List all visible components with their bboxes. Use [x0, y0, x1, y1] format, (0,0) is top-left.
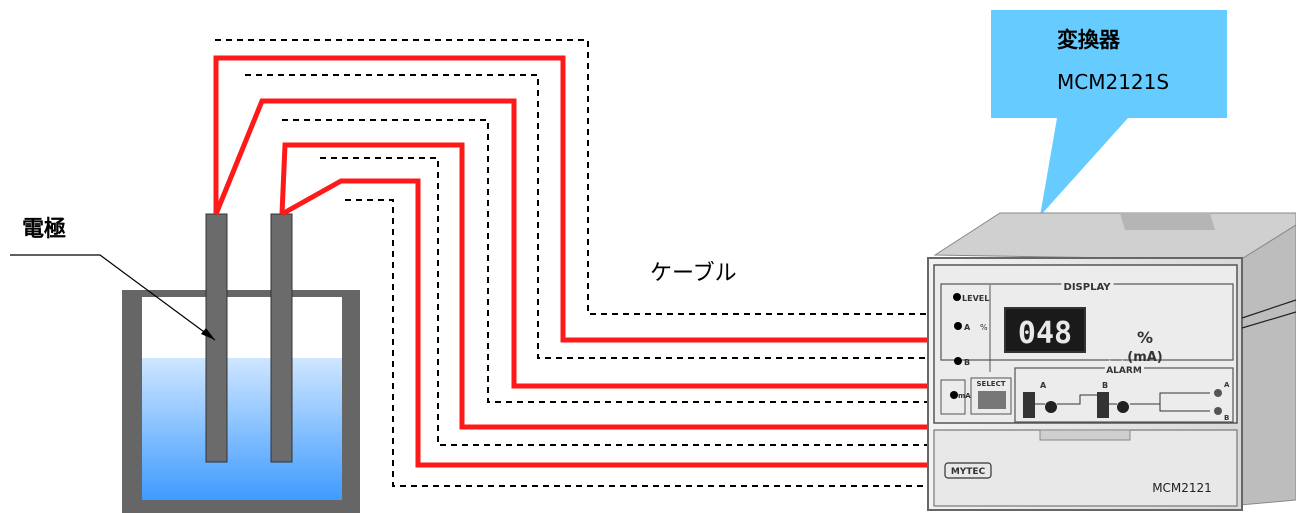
- indicator-level-label: LEVEL: [962, 294, 989, 303]
- liquid: [142, 358, 342, 500]
- alarm-a-label: A: [1040, 381, 1047, 390]
- indicator-level-dot: [953, 293, 961, 301]
- indicator-a-dot: [954, 322, 962, 330]
- electrode-label: 電極: [22, 211, 66, 243]
- select-label: SELECT: [977, 380, 1006, 388]
- alarm-a-led: [1214, 389, 1222, 397]
- alarm-b-led: [1214, 407, 1222, 415]
- alarm-b-knob: [1117, 401, 1129, 413]
- electrode-rod-2: [271, 214, 292, 462]
- cable-label: ケーブル: [650, 255, 737, 287]
- select-button: [978, 391, 1006, 409]
- indicator-ma-label: mA: [958, 392, 971, 400]
- converter-device: [928, 213, 1296, 510]
- vessel: [122, 290, 360, 513]
- ground-wire-1: [215, 40, 930, 314]
- ground-wire-5: [345, 200, 930, 486]
- signal-wire-4: [282, 181, 930, 465]
- unit-percent: %: [1137, 328, 1153, 347]
- indicator-ma-dot: [950, 391, 958, 399]
- alarm-title: ALARM: [1106, 366, 1142, 376]
- alarm-b-led-label: B: [1224, 414, 1229, 422]
- brand-label: MYTEC: [951, 467, 986, 477]
- alarm-b-label: B: [1102, 381, 1108, 390]
- led-readout: 048: [1018, 316, 1072, 351]
- electrode-rod-1: [206, 214, 227, 462]
- unit-ma: (mA): [1127, 350, 1163, 365]
- indicator-b-dot: [954, 357, 962, 365]
- callout-model: MCM2121S: [1057, 70, 1169, 94]
- alarm-a-switch: [1023, 392, 1035, 418]
- device-model: MCM2121: [1152, 481, 1212, 495]
- ground-wire-3: [282, 120, 930, 402]
- alarm-b-switch: [1097, 392, 1109, 418]
- indicator-a-label: A: [964, 323, 971, 332]
- alarm-a-led-label: A: [1224, 381, 1230, 389]
- alarm-a-knob: [1045, 401, 1057, 413]
- indicator-percent-mark: %: [980, 323, 988, 332]
- indicator-b-label: B: [964, 358, 970, 367]
- callout-title: 変換器: [1057, 24, 1120, 54]
- display-title: DISPLAY: [1064, 282, 1112, 293]
